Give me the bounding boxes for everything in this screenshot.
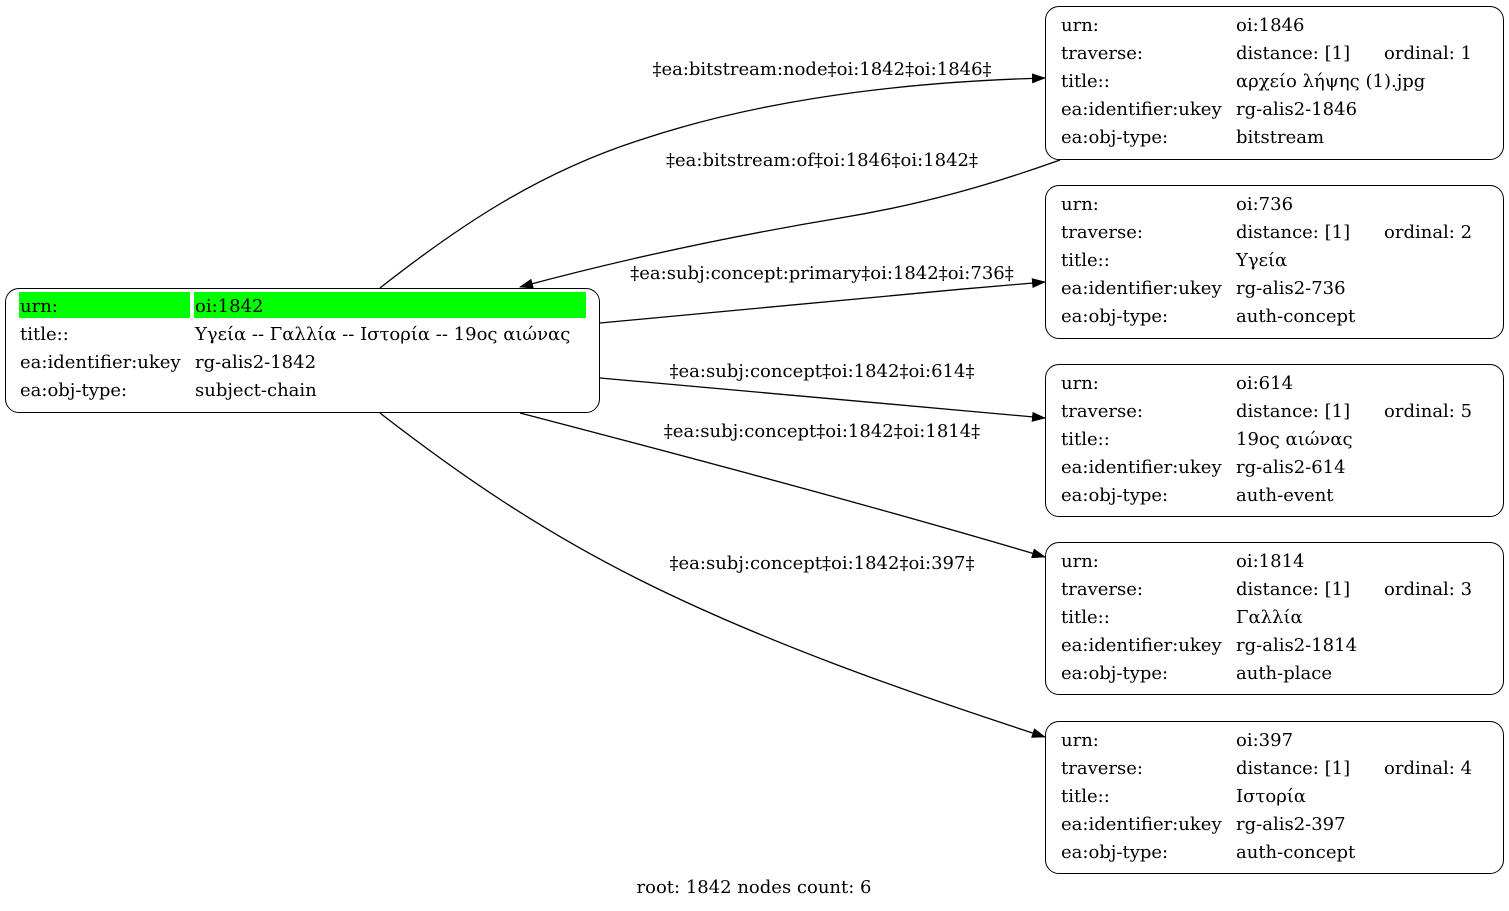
distance-value: distance: [1] — [1236, 222, 1351, 243]
urn-value: oi:614 — [1236, 373, 1294, 394]
title-key: title:: — [1061, 786, 1110, 807]
ukey-key: ea:identifier:ukey — [1061, 278, 1222, 299]
root-title-key: title:: — [20, 324, 69, 345]
obj-type-value: auth-concept — [1236, 306, 1356, 327]
urn-key: urn: — [1061, 373, 1099, 394]
graph-footer: root: 1842 nodes count: 6 — [636, 877, 872, 898]
traverse-key: traverse: — [1061, 401, 1143, 422]
distance-value: distance: [1] — [1236, 43, 1351, 64]
edge-label-bitstream-node: ‡ea:bitstream:node‡oi:1842‡oi:1846‡ — [652, 59, 992, 80]
title-key: title:: — [1061, 607, 1110, 628]
traverse-key: traverse: — [1061, 43, 1143, 64]
traverse-key: traverse: — [1061, 758, 1143, 779]
obj-type-value: auth-event — [1236, 485, 1334, 506]
edge-concept-primary — [599, 278, 1046, 324]
traverse-key: traverse: — [1061, 222, 1143, 243]
obj-type-key: ea:obj-type: — [1061, 842, 1169, 863]
title-value: αρχείο λήψης (1).jpg — [1236, 71, 1426, 92]
title-value: Γαλλία — [1236, 607, 1303, 628]
obj-type-value: auth-place — [1236, 663, 1332, 684]
edge-bitstream-of — [519, 159, 1061, 289]
child-node-1846[interactable]: urn: oi:1846 traverse: distance: [1] ord… — [1045, 6, 1504, 160]
edge-concept-397 — [379, 412, 1046, 738]
root-obj-type-key: ea:obj-type: — [20, 380, 128, 401]
child-node-614[interactable]: urn: oi:614 traverse: distance: [1] ordi… — [1045, 364, 1504, 517]
edge-concept-614 — [599, 377, 1046, 422]
title-key: title:: — [1061, 250, 1110, 271]
ordinal-value: ordinal: 4 — [1384, 758, 1473, 779]
distance-value: distance: [1] — [1236, 758, 1351, 779]
root-ukey-key: ea:identifier:ukey — [20, 352, 181, 373]
ukey-value: rg-alis2-1846 — [1236, 99, 1358, 120]
title-key: title:: — [1061, 429, 1110, 450]
root-node[interactable]: urn: oi:1842 title:: Υγεία -- Γαλλία -- … — [5, 288, 600, 413]
ordinal-value: ordinal: 5 — [1384, 401, 1473, 422]
urn-key: urn: — [1061, 15, 1099, 36]
root-urn-value-highlight — [194, 292, 586, 318]
ukey-value: rg-alis2-736 — [1236, 278, 1346, 299]
urn-key: urn: — [1061, 194, 1099, 215]
title-value: Υγεία — [1236, 250, 1288, 271]
edge-label-bitstream-of: ‡ea:bitstream:of‡oi:1846‡oi:1842‡ — [666, 150, 978, 171]
obj-type-key: ea:obj-type: — [1061, 663, 1169, 684]
edge-label-concept-397: ‡ea:subj:concept‡oi:1842‡oi:397‡ — [669, 553, 975, 574]
title-value: Ιστορία — [1236, 786, 1306, 807]
ukey-key: ea:identifier:ukey — [1061, 457, 1222, 478]
root-urn-key: urn: — [20, 296, 58, 317]
ukey-value: rg-alis2-614 — [1236, 457, 1346, 478]
root-urn-key-highlight — [19, 292, 190, 318]
child-node-1814[interactable]: urn: oi:1814 traverse: distance: [1] ord… — [1045, 542, 1504, 695]
title-key: title:: — [1061, 71, 1110, 92]
urn-value: oi:1814 — [1236, 551, 1305, 572]
urn-value: oi:397 — [1236, 730, 1294, 751]
edge-label-concept-1814: ‡ea:subj:concept‡oi:1842‡oi:1814‡ — [663, 421, 981, 442]
root-obj-type-value: subject-chain — [195, 380, 317, 401]
ukey-key: ea:identifier:ukey — [1061, 99, 1222, 120]
obj-type-key: ea:obj-type: — [1061, 485, 1169, 506]
obj-type-value: auth-concept — [1236, 842, 1356, 863]
urn-key: urn: — [1061, 730, 1099, 751]
root-urn-value: oi:1842 — [195, 296, 264, 317]
obj-type-key: ea:obj-type: — [1061, 306, 1169, 327]
ordinal-value: ordinal: 2 — [1384, 222, 1473, 243]
distance-value: distance: [1] — [1236, 579, 1351, 600]
obj-type-value: bitstream — [1236, 127, 1325, 148]
child-node-397[interactable]: urn: oi:397 traverse: distance: [1] ordi… — [1045, 721, 1504, 874]
ukey-key: ea:identifier:ukey — [1061, 814, 1222, 835]
ukey-value: rg-alis2-397 — [1236, 814, 1346, 835]
ukey-value: rg-alis2-1814 — [1236, 635, 1358, 656]
root-ukey-value: rg-alis2-1842 — [195, 352, 317, 373]
title-value: 19ος αιώνας — [1236, 429, 1353, 450]
ordinal-value: ordinal: 3 — [1384, 579, 1473, 600]
urn-value: oi:736 — [1236, 194, 1294, 215]
obj-type-key: ea:obj-type: — [1061, 127, 1169, 148]
edge-concept-1814 — [519, 412, 1046, 559]
traverse-key: traverse: — [1061, 579, 1143, 600]
urn-value: oi:1846 — [1236, 15, 1305, 36]
ordinal-value: ordinal: 1 — [1384, 43, 1473, 64]
edge-bitstream-node — [379, 73, 1046, 289]
root-title-value: Υγεία -- Γαλλία -- Ιστορία -- 19ος αιώνα… — [195, 324, 571, 345]
edge-label-concept-614: ‡ea:subj:concept‡oi:1842‡oi:614‡ — [669, 361, 975, 382]
urn-key: urn: — [1061, 551, 1099, 572]
edge-label-concept-primary: ‡ea:subj:concept:primary‡oi:1842‡oi:736‡ — [630, 263, 1014, 284]
distance-value: distance: [1] — [1236, 401, 1351, 422]
ukey-key: ea:identifier:ukey — [1061, 635, 1222, 656]
child-node-736[interactable]: urn: oi:736 traverse: distance: [1] ordi… — [1045, 185, 1504, 339]
